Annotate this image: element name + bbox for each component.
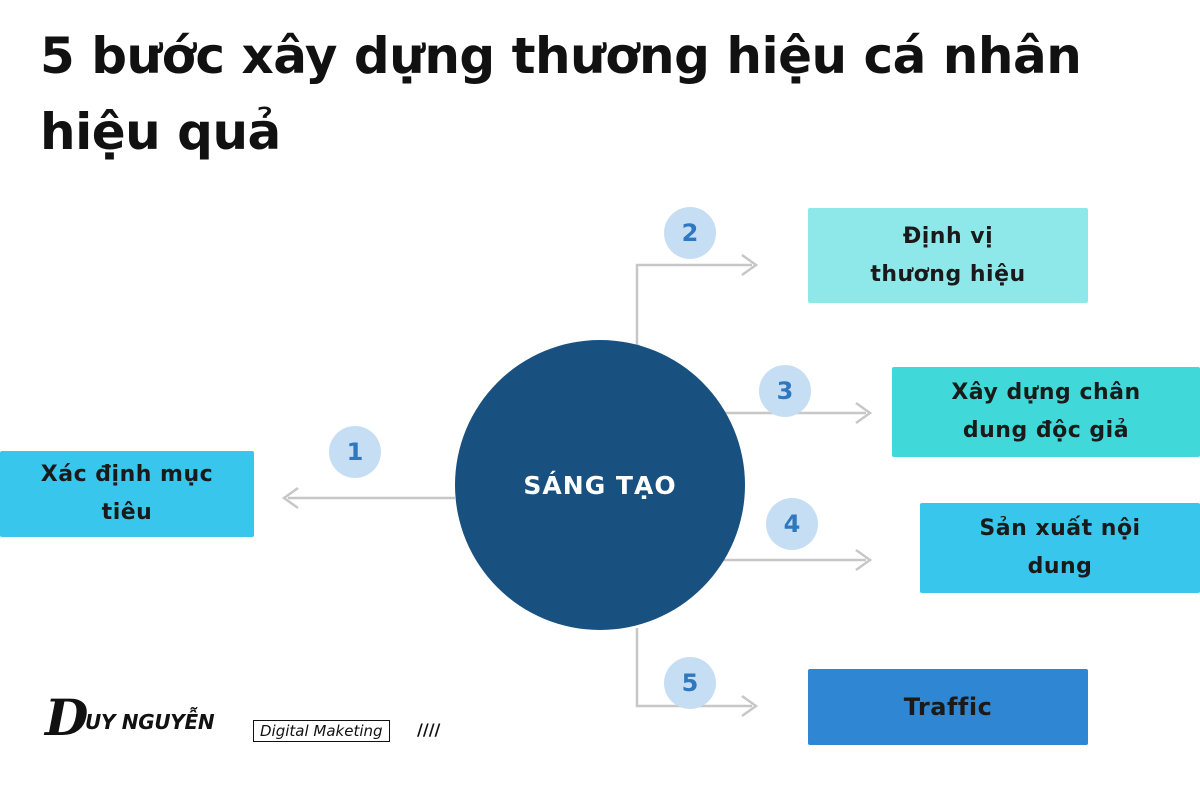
step-4-badge: 4 bbox=[766, 498, 818, 550]
step-3-box: Xây dựng chân dung độc giả bbox=[892, 367, 1200, 457]
arrow-icon-2 bbox=[741, 253, 759, 277]
arrow-icon-1 bbox=[281, 486, 299, 510]
step-2-line1: Định vị bbox=[902, 223, 994, 249]
step-4-line2: dung bbox=[1027, 554, 1093, 579]
step-5-label: Traffic bbox=[903, 693, 993, 721]
logo-initial: D bbox=[45, 688, 89, 747]
step-1-line2: tiêu bbox=[101, 500, 153, 525]
step-5-badge: 5 bbox=[664, 657, 716, 709]
step-4-box: Sản xuất nội dung bbox=[920, 503, 1200, 593]
step-5-box: Traffic bbox=[808, 669, 1088, 745]
brand-logo: D UY NGUYỄN Digital Maketing //// bbox=[45, 690, 445, 745]
step-1-line1: Xác định mục bbox=[40, 462, 214, 487]
logo-slash-mark: //// bbox=[417, 720, 441, 739]
connector-5 bbox=[635, 628, 752, 708]
step-3-line2: dung độc giả bbox=[962, 418, 1130, 443]
step-1-badge: 1 bbox=[329, 426, 381, 478]
center-circle: SÁNG TẠO bbox=[455, 340, 745, 630]
arrow-icon-4 bbox=[855, 548, 873, 572]
center-label: SÁNG TẠO bbox=[523, 470, 677, 500]
arrow-icon-3 bbox=[855, 401, 873, 425]
arrow-icon-5 bbox=[741, 694, 759, 718]
step-3-line1: Xây dựng chân bbox=[951, 380, 1141, 405]
logo-tagline: Digital Maketing bbox=[253, 720, 390, 742]
step-2-box: Định vị thương hiệu bbox=[808, 208, 1088, 303]
step-3-badge: 3 bbox=[759, 365, 811, 417]
step-2-line2: thương hiệu bbox=[870, 261, 1026, 287]
page-title: 5 bước xây dựng thương hiệu cá nhân hiệu… bbox=[40, 27, 1082, 161]
logo-name: UY NGUYỄN bbox=[85, 710, 215, 734]
step-1-box: Xác định mục tiêu bbox=[0, 451, 254, 537]
step-2-badge: 2 bbox=[664, 207, 716, 259]
connector-2 bbox=[635, 263, 752, 345]
step-4-line1: Sản xuất nội bbox=[979, 516, 1141, 541]
